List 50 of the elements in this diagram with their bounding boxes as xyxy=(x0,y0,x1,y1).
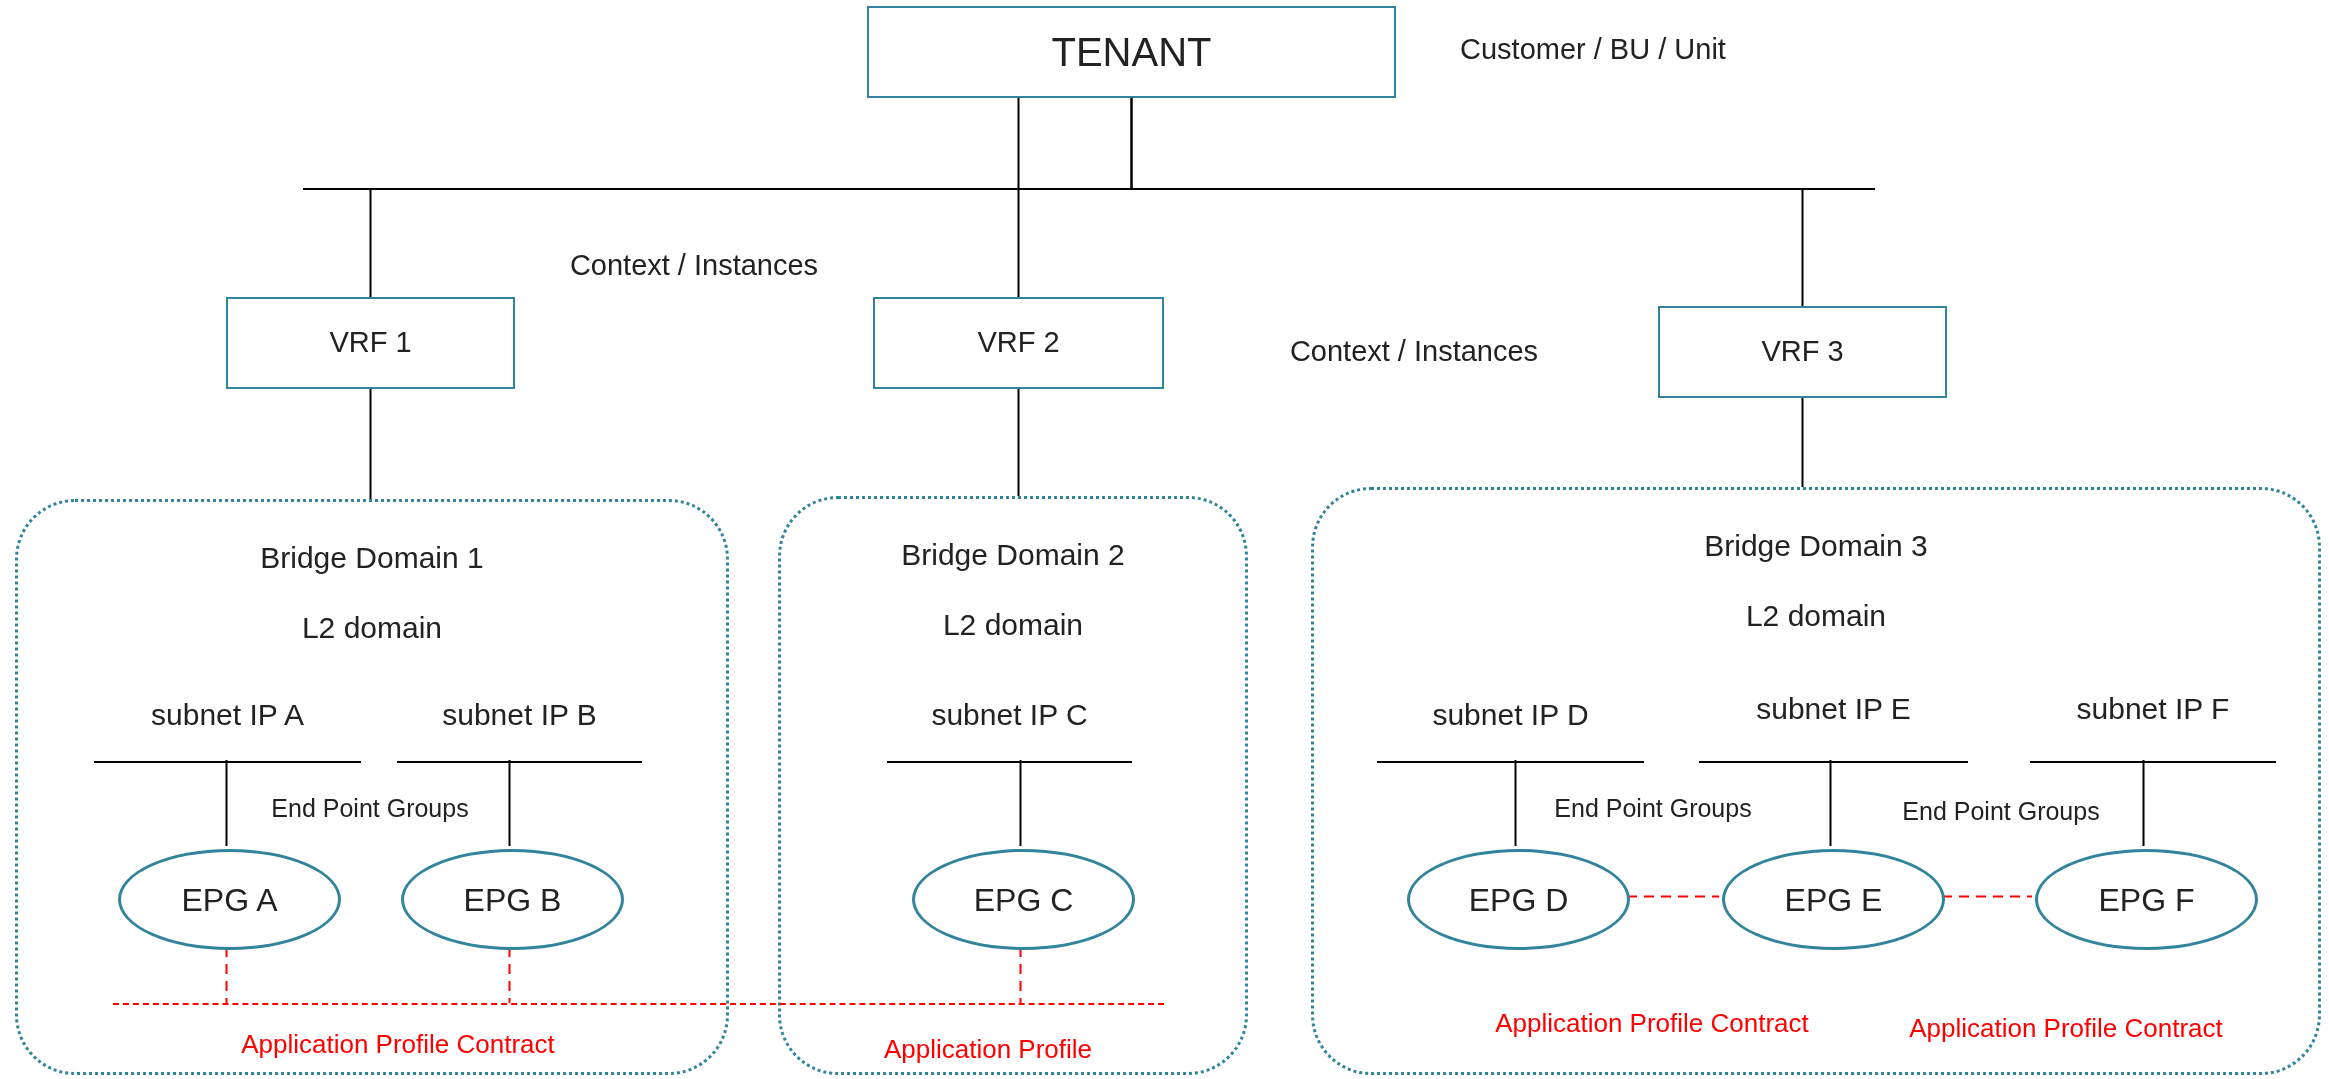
epg-label: EPG C xyxy=(973,880,1074,920)
bridge-domain-box xyxy=(15,499,729,1075)
subnet-label: subnet IP D xyxy=(1432,697,1589,733)
epg-label: EPG F xyxy=(2098,880,2195,920)
group-title: Bridge Domain 1 xyxy=(260,540,484,576)
annotation-label: Context / Instances xyxy=(1289,334,1539,370)
connector-line xyxy=(508,759,511,847)
connector-line xyxy=(1829,759,1832,847)
subnet-label: subnet IP C xyxy=(931,697,1088,733)
connector-line xyxy=(225,759,228,847)
group-subtitle: L2 domain xyxy=(1745,598,1887,634)
connector-line xyxy=(2142,759,2145,847)
connector-line xyxy=(1514,759,1517,847)
box-caption: Customer / BU / Unit xyxy=(1460,32,1726,67)
dashed-line xyxy=(113,1003,1164,1005)
box-label: VRF 3 xyxy=(1761,334,1844,370)
bridge-domain-box xyxy=(778,496,1248,1075)
vrf-box xyxy=(873,297,1164,389)
bridge-domain-box xyxy=(1311,487,2321,1075)
connector-line xyxy=(1019,759,1022,847)
box-label: VRF 2 xyxy=(977,325,1060,361)
group-subtitle: L2 domain xyxy=(942,607,1084,643)
group-subtitle: L2 domain xyxy=(301,610,443,646)
connector-line xyxy=(369,388,372,500)
epg-label: EPG D xyxy=(1468,880,1569,920)
box-label: TENANT xyxy=(1051,29,1212,76)
subnet-label: subnet IP B xyxy=(442,697,597,733)
group-title: Bridge Domain 3 xyxy=(1704,528,1928,564)
group-title: Bridge Domain 2 xyxy=(901,537,1125,573)
connector-line xyxy=(1801,397,1804,488)
vrf-box xyxy=(1658,306,1947,398)
epg-label: EPG A xyxy=(181,880,278,920)
annotation-label: End Point Groups xyxy=(1902,796,2100,828)
annotation-label: Context / Instances xyxy=(569,248,819,284)
connector-line xyxy=(1017,97,1020,298)
subnet-label: subnet IP E xyxy=(1756,691,1911,727)
contract-label: Application Profile xyxy=(883,1032,1093,1066)
epg-label: EPG E xyxy=(1784,880,1883,920)
subnet-label: subnet IP A xyxy=(151,697,304,733)
vrf-box xyxy=(226,297,515,389)
box-label: VRF 1 xyxy=(329,325,412,361)
connector-line xyxy=(1130,97,1804,307)
annotation-label: End Point Groups xyxy=(1554,793,1752,825)
contract-label: Application Profile Contract xyxy=(241,1027,555,1061)
connector-line xyxy=(1017,388,1020,497)
contract-label: Application Profile Contract xyxy=(1495,1006,1809,1040)
epg-label: EPG B xyxy=(463,880,562,920)
contract-label: Application Profile Contract xyxy=(1909,1011,2223,1045)
subnet-label: subnet IP F xyxy=(2076,691,2230,727)
annotation-label: End Point Groups xyxy=(271,793,469,825)
